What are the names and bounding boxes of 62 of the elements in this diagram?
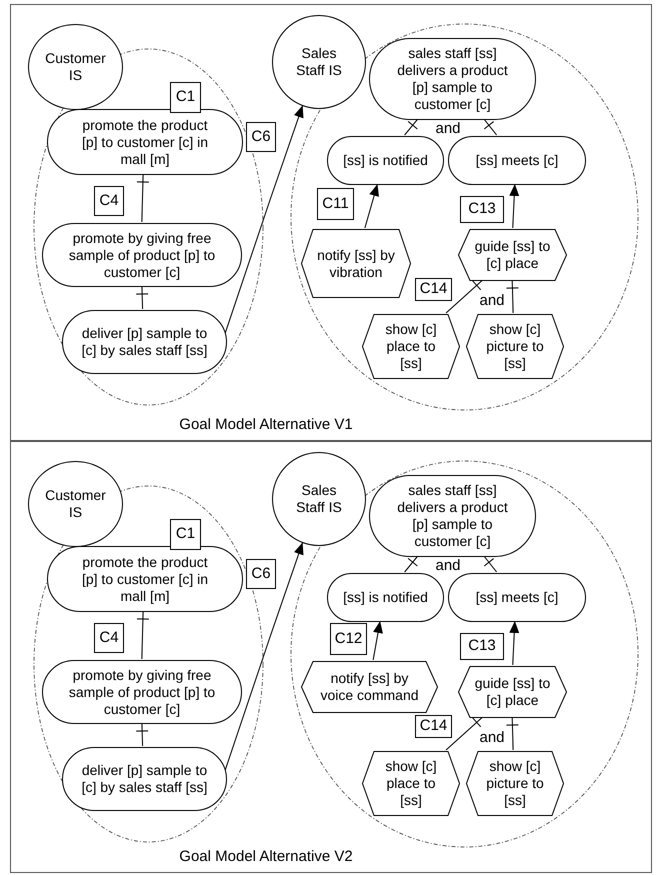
arrow: [224, 542, 304, 771]
goal-box: [ss] is notified: [327, 573, 444, 622]
goal-box: promote by giving free sample of product [p] to customer [c]: [42, 660, 242, 724]
panel-frame: [10, 441, 652, 873]
connector-line: [136, 610, 150, 660]
goal-box: deliver [p] sample to [c] by sales staff [ss]: [62, 747, 227, 811]
task-hexagon: show [c] place to [ss]: [362, 751, 460, 816]
edge-label: C11: [317, 188, 354, 220]
edge-label: C6: [246, 559, 276, 589]
task-hexagon: notify [ss] by vibration: [301, 229, 411, 298]
and-label: and: [478, 291, 506, 311]
actor-circle: Customer IS: [28, 461, 123, 547]
and-label: and: [434, 119, 462, 139]
task-hexagon: notify [ss] by voice command: [301, 661, 438, 713]
connector-line: [136, 174, 150, 222]
arrow: [364, 184, 379, 228]
edge-label: C6: [246, 122, 276, 152]
edge-label: C12: [330, 623, 367, 655]
actor-circle: Sales Staff IS: [272, 15, 366, 109]
task-hexagon: show [c] picture to [ss]: [466, 314, 564, 379]
connector-line: [136, 286, 149, 310]
goal-box: promote the product [p] to customer [c] in mall [m]: [47, 546, 243, 612]
panel-caption: Goal Model Alternative V1: [179, 414, 353, 434]
panel-frame: [10, 4, 652, 441]
goal-box: deliver [p] sample to [c] by sales staff [ss]: [62, 310, 227, 374]
constraint-label: C1: [170, 82, 201, 113]
connector-line: [506, 716, 519, 750]
connector-line: [446, 716, 484, 750]
connector-line: [483, 118, 498, 136]
panel-caption: Goal Model Alternative V2: [179, 846, 353, 866]
goal-box: promote by giving free sample of product [p] to customer [c]: [42, 223, 242, 287]
task-hexagon: guide [ss] to [c] place: [458, 666, 567, 718]
edge-label: C4: [94, 186, 124, 216]
goal-box: sales staff [ss] delivers a product [p] sample to customer [c]: [369, 475, 536, 557]
connector-line: [506, 280, 519, 314]
and-label: and: [478, 728, 506, 748]
goal-box: [ss] meets [c]: [448, 573, 586, 622]
connector-line: [136, 722, 149, 746]
and-label: and: [434, 556, 462, 576]
connector-line: [483, 556, 498, 572]
arrow: [372, 620, 383, 660]
arrow: [224, 104, 304, 334]
arrow: [509, 184, 520, 228]
goal-box: [ss] is notified: [327, 136, 444, 185]
goal-box: [ss] meets [c]: [448, 136, 586, 185]
connector-line: [404, 556, 418, 572]
edge-label: C4: [94, 623, 124, 653]
goal-box: promote the product [p] to customer [c] in mall [m]: [47, 109, 243, 175]
edge-label: C14: [415, 715, 452, 738]
edge-label: C13: [460, 196, 504, 223]
constraint-label: C1: [170, 519, 201, 550]
connector-line: [446, 280, 484, 314]
task-hexagon: show [c] place to [ss]: [362, 314, 460, 379]
connector-line: [404, 118, 418, 136]
goal-box: sales staff [ss] delivers a product [p] sample to customer [c]: [369, 38, 536, 120]
edge-label: C14: [415, 278, 452, 301]
actor-circle: Customer IS: [28, 24, 123, 110]
task-hexagon: guide [ss] to [c] place: [458, 229, 567, 281]
task-hexagon: show [c] picture to [ss]: [466, 751, 564, 816]
arrow: [509, 620, 520, 666]
actor-circle: Sales Staff IS: [272, 452, 366, 546]
edge-label: C13: [460, 633, 504, 660]
